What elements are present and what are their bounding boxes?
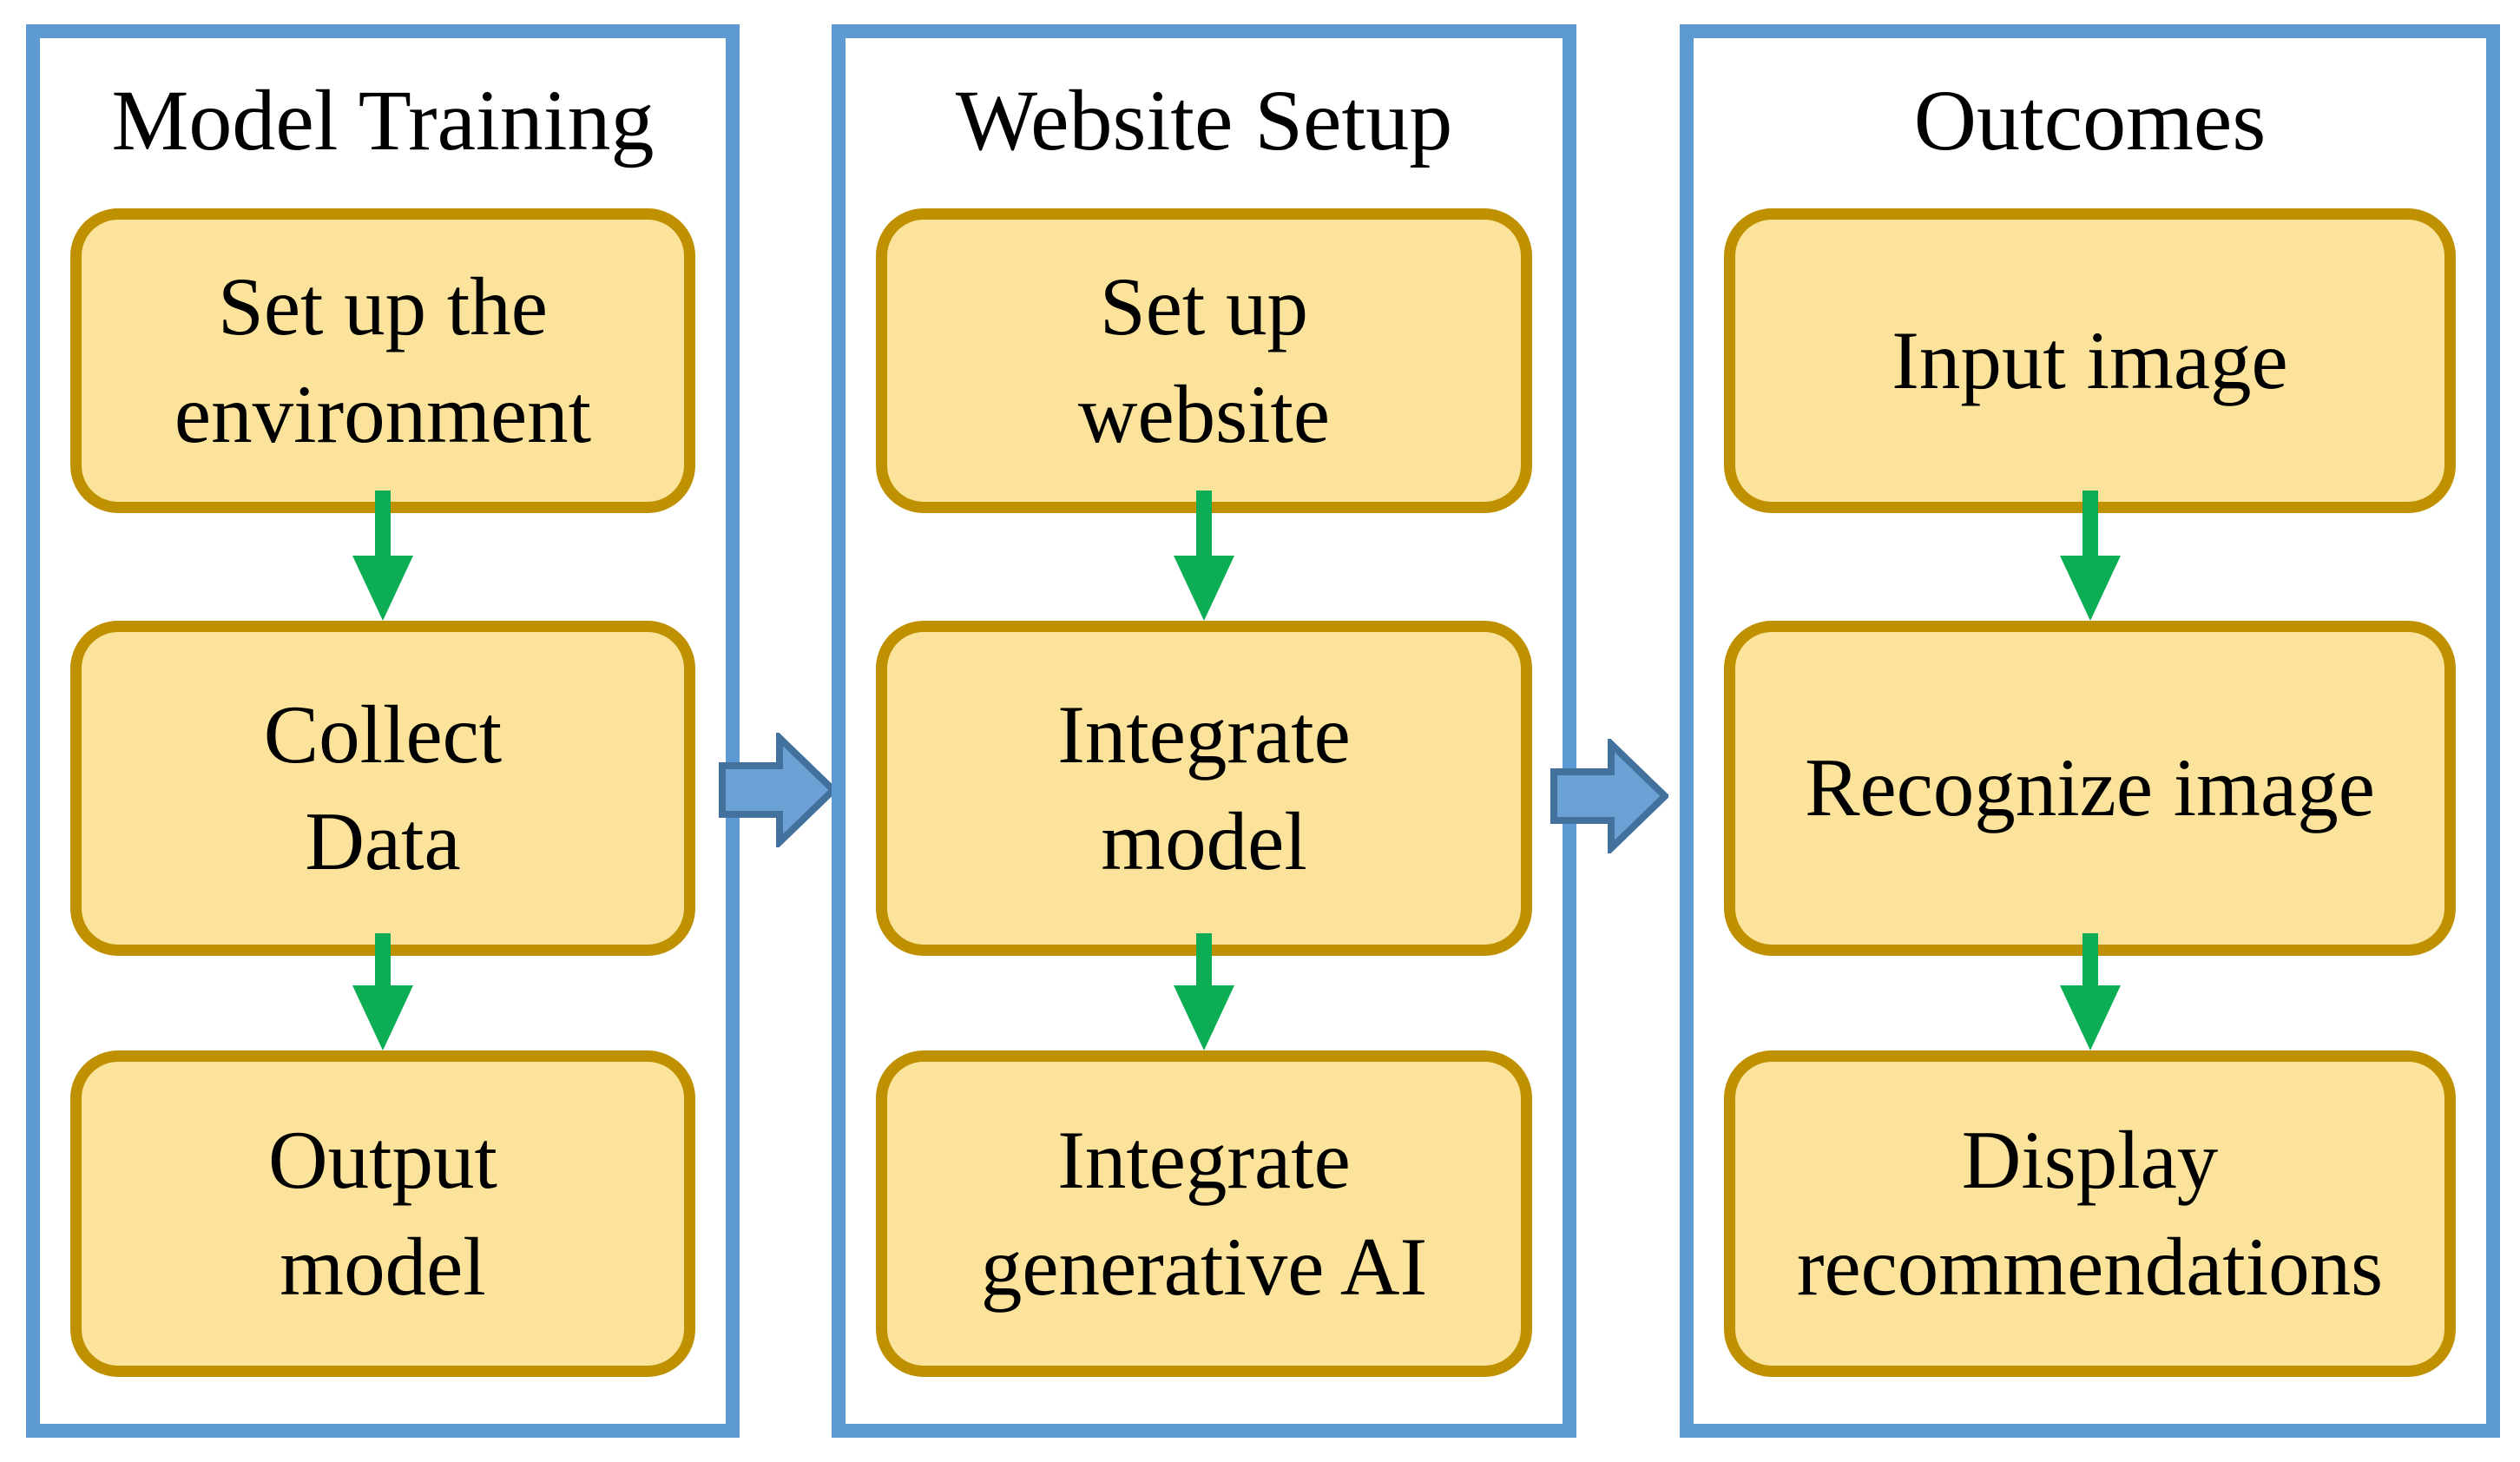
panel-title-website-setup: Website Setup [955, 72, 1453, 168]
flow-step-label: Collect Data [263, 688, 503, 888]
flow-step-integrate-generative-ai: Integrate generative AI [876, 1050, 1532, 1377]
down-arrow-icon [2059, 933, 2121, 1050]
panel-title-outcomes: Outcomes [1913, 72, 2267, 168]
panel-title-model-training: Model Training [111, 72, 655, 168]
right-arrow-icon [719, 733, 837, 847]
flow-step-input-image: Input image [1724, 208, 2456, 513]
down-arrow-icon [1174, 933, 1234, 1050]
flow-step-label: Set up website [1077, 260, 1331, 460]
down-arrow-icon [352, 933, 413, 1050]
flow-step-collect-data: Collect Data [70, 621, 695, 956]
flow-step-label: Integrate model [1057, 688, 1351, 888]
down-arrow-icon [2059, 491, 2121, 621]
flow-step-label: Output model [268, 1113, 497, 1314]
flow-step-label: Integrate generative AI [980, 1113, 1428, 1314]
flow-step-output-model: Output model [70, 1050, 695, 1377]
flow-step-recognize-image: Recognize image [1724, 621, 2456, 956]
flow-step-label: Set up the environment [174, 260, 592, 460]
flow-step-setup-website: Set up website [876, 208, 1532, 513]
down-arrow-icon [352, 491, 413, 621]
right-arrow-icon [1550, 739, 1668, 853]
panel-outcomes: Outcomes Input image Recognize image Dis… [1680, 24, 2500, 1438]
flow-step-integrate-model: Integrate model [876, 621, 1532, 956]
flow-step-display-recommendations: Display recommendations [1724, 1050, 2456, 1377]
down-arrow-icon [1174, 491, 1234, 621]
flow-step-setup-environment: Set up the environment [70, 208, 695, 513]
flow-step-label: Input image [1892, 313, 2288, 406]
panel-website-setup: Website Setup Set up website Integrate m… [832, 24, 1576, 1438]
flow-step-label: Display recommendations [1796, 1113, 2384, 1314]
panel-model-training: Model Training Set up the environment Co… [26, 24, 740, 1438]
flow-step-label: Recognize image [1805, 741, 2375, 834]
